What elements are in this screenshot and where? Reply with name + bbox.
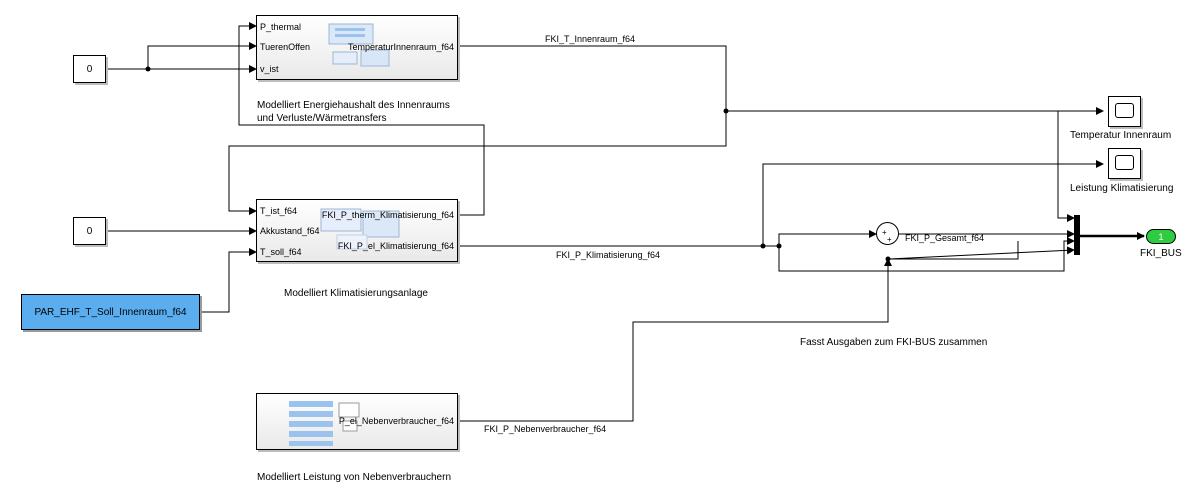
subsystem-thumbnail-icon [328,23,390,67]
subsystem-nebenverbraucher[interactable]: P_el_Nebenverbraucher_f64 [256,393,458,450]
constant-value: 0 [86,63,93,75]
bus-outport[interactable]: 1 [1146,229,1176,244]
annotation-temperatur: Modelliert Energiehaushalt des Innenraum… [257,99,450,125]
sum-sign-plus-1: + [882,228,887,237]
junction-temp [723,108,729,114]
subsystem-temperatur[interactable]: P_thermal TuerenOffen v_ist TemperaturIn… [256,15,458,80]
line-param-to-tsoll [200,248,257,313]
line-temp-out [458,45,1104,115]
subsystem-thumbnail-icon [289,401,360,446]
signal-label-p-klimatisierung: FKI_P_Klimatisierung_f64 [556,250,661,260]
line-ptherm-feedback [238,22,485,216]
line-neben-to-mux2 [887,246,1075,260]
scope-screen-icon [1115,155,1134,170]
line-neben-out [458,258,892,422]
scope-label-temperatur: Temperatur Innenraum [1070,130,1172,141]
constant-value: 0 [86,225,93,237]
signal-label-t-innenraum: FKI_T_Innenraum_f64 [545,34,636,44]
line-const1-to-tuerenoffen [106,42,257,70]
inport-v-ist: v_ist [260,64,279,74]
annotation-line: und Verluste/Wärmetransfers [257,113,387,124]
scope-screen-icon [1115,103,1134,118]
line-pklima-out [458,160,1104,247]
subsystem-klimatisierung[interactable]: T_ist_f64 Akkustand_f64 T_soll_f64 FKI_P… [256,199,458,262]
line-temp-to-tist [228,111,727,215]
annotation-bus: Fasst Ausgaben zum FKI-BUS zusammen [800,337,988,348]
annotation-nebenverbraucher: Modelliert Leistung von Nebenverbraucher… [257,472,452,483]
scope-temperatur[interactable] [1108,96,1141,127]
outport-p-el: FKI_P_el_Klimatisierung_f64 [337,241,454,251]
junction-neben [885,256,891,262]
inport-p-thermal: P_thermal [260,22,302,32]
line-temp-to-mux [1057,111,1075,222]
annotation-line: Modelliert Energiehaushalt des Innenraum… [257,100,450,111]
parameter-block[interactable]: PAR_EHF_T_Soll_Innenraum_f64 [21,294,200,330]
junction-const1 [145,66,151,72]
inport-tuerenoffen: TuerenOffen [260,42,311,52]
junction-pklima [760,243,766,249]
outport-p-therm: FKI_P_therm_Klimatisierung_f64 [321,210,454,220]
bus-outport-number: 1 [1158,231,1164,242]
inport-t-soll: T_soll_f64 [260,247,302,257]
signal-label-p-gesamt: FKI_P_Gesamt_f64 [905,233,985,243]
subsystem-thumbnail-icon [320,208,400,250]
constant-block-top[interactable]: 0 [73,55,106,83]
scope-leistung[interactable] [1108,148,1141,179]
parameter-label: PAR_EHF_T_Soll_Innenraum_f64 [34,306,187,318]
outport-temperatur: TemperaturInnenraum_f64 [347,42,454,52]
sum-sign-plus-2: + [887,235,892,244]
outport-p-el-neben: P_el_Nebenverbraucher_f64 [338,416,454,426]
line-neben-to-mux [888,241,1019,260]
scope-label-leistung: Leistung Klimatisierung [1070,183,1174,194]
inport-t-ist: T_ist_f64 [260,206,298,216]
line-pklima-to-mux [778,237,1075,272]
constant-block-bottom[interactable]: 0 [73,217,106,245]
sum-block[interactable]: + + [876,222,899,245]
bus-outport-label: FKI_BUS [1140,248,1182,259]
signal-label-p-nebenverbraucher: FKI_P_Nebenverbraucher_f64 [484,424,607,434]
annotation-klimatisierung: Modelliert Klimatisierungsanlage [284,288,428,299]
bus-creator-block[interactable] [1074,215,1080,255]
junction-pklima2 [776,243,782,249]
inport-akkustand: Akkustand_f64 [260,226,320,236]
line-pklima-to-sum [763,230,877,247]
